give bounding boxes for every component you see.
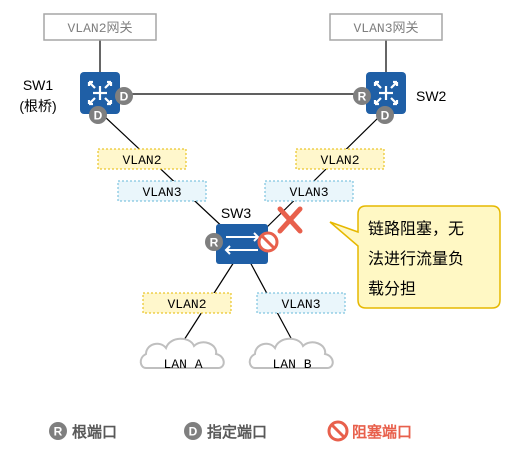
label-sw2-vlan3: VLAN3 xyxy=(264,180,354,202)
svg-text:R: R xyxy=(210,236,219,250)
blocked-link-x-icon xyxy=(277,206,303,234)
legend-root-port-icon: R xyxy=(49,422,67,440)
sw1-port-designated-bottom: D xyxy=(89,106,107,124)
legend-blocked-port-icon xyxy=(327,420,349,442)
svg-text:D: D xyxy=(381,109,390,123)
svg-text:VLAN2: VLAN2 xyxy=(122,153,161,168)
callout-line-3: 载分担 xyxy=(368,280,416,298)
svg-text:D: D xyxy=(189,425,198,439)
link-sw1-sw3 xyxy=(103,115,229,233)
label-sw2-vlan2: VLAN2 xyxy=(295,148,385,170)
sw3-switch[interactable] xyxy=(216,224,268,264)
vlan3-gateway-box: VLAN3网关 xyxy=(329,13,443,41)
label-lanb-vlan3: VLAN3 xyxy=(256,292,346,314)
sw2-port-designated-bottom: D xyxy=(376,106,394,124)
label-sw1-vlan3: VLAN3 xyxy=(117,180,207,202)
sw1-port-designated-right: D xyxy=(115,87,133,105)
svg-text:R: R xyxy=(54,425,63,439)
sw1-switch[interactable] xyxy=(80,72,120,114)
sw3-port-blocked-icon xyxy=(257,231,279,253)
svg-text:VLAN2: VLAN2 xyxy=(320,153,359,168)
legend-designated-port-icon: D xyxy=(184,422,202,440)
lan-b-label: LAN B xyxy=(272,357,311,372)
lan-a-label: LAN A xyxy=(163,357,202,372)
switch-arrows-icon xyxy=(87,80,113,106)
switch-arrows-icon xyxy=(373,80,399,106)
svg-text:VLAN3: VLAN3 xyxy=(281,297,320,312)
label-sw1-vlan2: VLAN2 xyxy=(97,148,187,170)
sw2-name: SW2 xyxy=(416,88,447,104)
svg-text:D: D xyxy=(94,109,103,123)
sw2-port-root: R xyxy=(353,87,371,105)
svg-text:VLAN2: VLAN2 xyxy=(167,297,206,312)
label-lana-vlan2: VLAN2 xyxy=(142,292,232,314)
sw3-port-root: R xyxy=(205,233,223,251)
legend-blocked-port-label: 阻塞端口 xyxy=(352,423,412,441)
vlan3-gateway-label: VLAN3网关 xyxy=(353,21,418,36)
sw3-name: SW3 xyxy=(221,205,252,221)
svg-text:D: D xyxy=(120,90,129,104)
legend-designated-port-label: 指定端口 xyxy=(207,423,267,441)
vlan2-gateway-box: VLAN2网关 xyxy=(43,13,157,41)
svg-text:VLAN3: VLAN3 xyxy=(289,185,328,200)
sw1-role: (根桥) xyxy=(19,98,56,114)
callout-line-1: 链路阻塞，无 xyxy=(368,220,464,238)
legend-root-port-label: 根端口 xyxy=(72,423,117,441)
legend: R 根端口 D 指定端口 阻塞端口 xyxy=(49,420,412,442)
sw2-switch[interactable] xyxy=(366,72,406,114)
blocked-callout: 链路阻塞，无 法进行流量负 载分担 xyxy=(329,205,501,309)
svg-text:VLAN3: VLAN3 xyxy=(142,185,181,200)
svg-text:R: R xyxy=(358,90,367,104)
switch-arrows-icon xyxy=(224,232,260,255)
vlan2-gateway-label: VLAN2网关 xyxy=(67,21,132,36)
callout-line-2: 法进行流量负 xyxy=(368,250,464,268)
sw1-name: SW1 xyxy=(23,77,54,93)
